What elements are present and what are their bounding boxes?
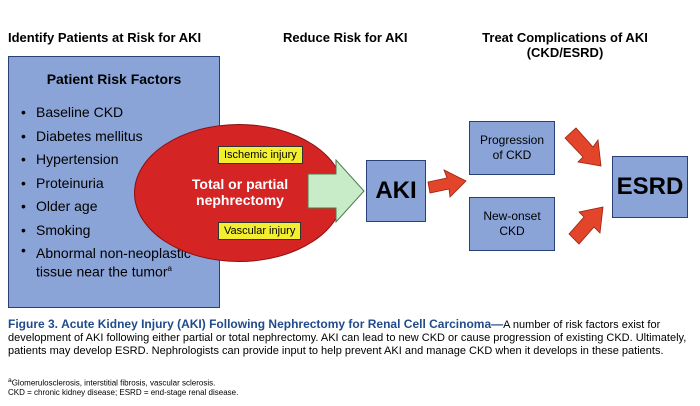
red-arrow-progression-to-esrd [564,127,602,167]
red-arrow-new-onset-to-esrd [568,206,604,245]
new-onset-line2: CKD [499,224,525,238]
aki-box: AKI [366,160,426,222]
heading-treat-line1: Treat Complications of AKI [482,30,648,45]
footnote-text: Glomerulosclerosis, interstitial fibrosi… [11,378,216,388]
heading-identify: Identify Patients at Risk for AKI [8,30,202,45]
red-arrow-aki-to-progression [427,169,467,198]
risk-item-line2: tissue near the tumor [36,263,168,280]
nephrectomy-line2: nephrectomy [196,192,284,208]
vascular-injury-tag: Vascular injury [218,222,302,240]
footnote-marker: a [167,264,172,273]
new-onset-line1: New-onset [483,209,541,223]
caption-text: A number of risk factors exist for devel… [8,319,687,357]
risk-item-abnormal-tissue: Abnormal non-neoplastic tissue near the … [21,242,191,280]
figure-caption: Figure 3. Acute Kidney Injury (AKI) Foll… [8,318,692,358]
footnote: aGlomerulosclerosis, interstitial fibros… [8,376,215,389]
abbreviations: CKD = chronic kidney disease; ESRD = end… [8,388,239,397]
heading-treat-line2: (CKD/ESRD) [526,45,604,60]
heading-reduce: Reduce Risk for AKI [283,30,408,45]
new-onset-ckd-box: New-onset CKD [469,197,555,251]
progression-line2: of CKD [492,148,532,162]
figure-title: Acute Kidney Injury (AKI) Following Neph… [61,317,504,331]
footnote-mark: a [8,377,12,384]
progression-line1: Progression [479,133,545,147]
green-arrow [307,158,365,224]
risk-item: Baseline CKD [21,101,191,125]
figure-label: Figure 3. [8,317,59,331]
risk-item: Diabetes mellitus [21,125,191,149]
risk-item: Proteinuria [21,172,191,196]
risk-item: Smoking [21,219,191,243]
risk-item-line1: Abnormal non-neoplastic [36,245,191,261]
risk-factors-title: Patient Risk Factors [46,71,182,87]
progression-ckd-box: Progression of CKD [469,121,555,175]
heading-treat: Treat Complications of AKI (CKD/ESRD) [455,30,675,60]
nephrectomy-line1: Total or partial [191,176,289,192]
risk-item: Older age [21,195,191,219]
risk-item: Hypertension [21,148,191,172]
esrd-box: ESRD [612,156,688,218]
risk-factors-list: Baseline CKD Diabetes mellitus Hypertens… [21,101,191,280]
ischemic-injury-tag: Ischemic injury [218,146,303,164]
nephrectomy-label: Total or partial nephrectomy [160,176,320,208]
